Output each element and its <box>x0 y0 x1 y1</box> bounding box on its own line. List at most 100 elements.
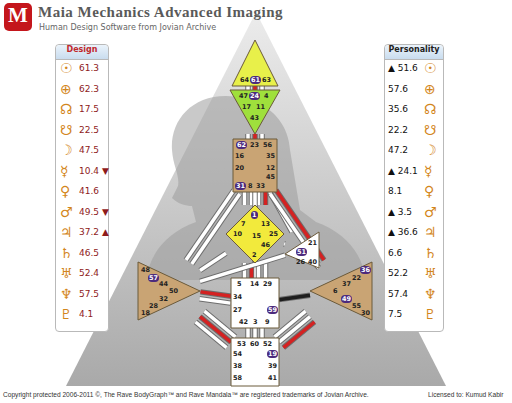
center-outline <box>231 278 279 328</box>
gate-number: 19 <box>267 350 278 358</box>
g-center: 1137251015462 <box>226 205 284 263</box>
gate-number: 49 <box>341 295 352 303</box>
channel <box>244 192 245 205</box>
gate-activation: 4.1 <box>79 309 93 320</box>
planet-symbol: ☊ <box>60 101 72 118</box>
gate-number: 11 <box>255 103 266 111</box>
planet-symbol: ♆ <box>60 286 73 303</box>
gate-number: 8 <box>247 182 254 190</box>
gate-number: 37 <box>341 280 352 288</box>
gate-number: 48 <box>140 266 151 274</box>
gate-activation: 46.5 <box>79 248 99 259</box>
center-outline <box>233 139 277 192</box>
gate-number: 9 <box>264 318 271 326</box>
planet-symbol: ⊕ <box>424 81 436 98</box>
channel <box>248 86 249 90</box>
gate-number: 22 <box>351 274 362 282</box>
channel-fill <box>186 190 234 260</box>
channel <box>284 243 285 244</box>
gate-activation: 57.6 <box>388 84 408 95</box>
gate-number: 59 <box>267 306 278 314</box>
channel <box>262 86 263 90</box>
channel <box>262 134 263 139</box>
gate-number: 17 <box>241 103 252 111</box>
gate-activation: 61.3 <box>79 63 99 74</box>
gate-activation: 6.6 <box>388 248 402 259</box>
channel <box>186 190 234 260</box>
channel-outline <box>259 134 265 139</box>
planet-symbol: ⊕ <box>60 81 72 98</box>
gate-number: 1 <box>251 211 258 219</box>
gate-activation: 57.4 <box>388 289 408 300</box>
gate-number: 47 <box>238 92 249 100</box>
channel-outline <box>245 134 251 139</box>
channel <box>200 292 231 296</box>
channel-outline <box>186 190 234 260</box>
channel-fill <box>200 292 231 296</box>
center-outline <box>285 232 319 268</box>
planet-symbol: ☋ <box>424 122 436 139</box>
channel <box>200 253 226 270</box>
gate-activation: 52.2 <box>388 268 408 279</box>
gate-number: 24 <box>249 92 260 100</box>
planet-symbol: ♇ <box>60 306 73 323</box>
app-title: Maia Mechanics Advanced Imaging <box>38 4 283 21</box>
center-outline <box>310 262 372 320</box>
gate-activation: ▲ 36.6 <box>388 227 418 238</box>
gate-number: 14 <box>249 280 260 288</box>
channel-fill <box>260 328 264 338</box>
center-outline <box>231 338 279 386</box>
throat-center: 622356162031833351245 <box>233 139 277 192</box>
gate-number: 10 <box>232 230 243 238</box>
planet-symbol: ♇ <box>424 306 437 323</box>
planet-symbol: ♅ <box>60 265 73 282</box>
planet-symbol: ☉ <box>424 60 437 77</box>
gate-activation: ▲ 24.1 <box>388 166 418 177</box>
channel-fill <box>243 192 247 205</box>
gate-number: 44 <box>158 280 169 288</box>
channel <box>248 328 249 338</box>
gate-number: 25 <box>268 230 279 238</box>
gate-activation: 10.4 ▼ <box>79 166 109 177</box>
gate-activation: 8.1 <box>388 186 402 197</box>
center-outline <box>226 205 284 263</box>
channel <box>279 295 310 299</box>
license-note: Licensed to: Kumud Kabir <box>428 391 504 398</box>
gate-activation: 22.5 <box>79 125 99 136</box>
planet-symbol: ☽ <box>60 142 73 159</box>
gate-activation: 41.6 <box>79 186 99 197</box>
gate-number: 61 <box>250 76 261 84</box>
gate-number: 62 <box>236 141 247 149</box>
channel <box>251 192 252 205</box>
channel-outline <box>263 263 269 278</box>
heart-center: 21512640 <box>285 232 319 268</box>
channel-fill <box>264 192 268 205</box>
channel-outline <box>259 86 265 90</box>
planet-symbol: ☉ <box>60 60 73 77</box>
channel <box>265 192 266 205</box>
gate-number: 18 <box>140 309 151 317</box>
gate-activation: 22.2 <box>388 125 408 136</box>
gate-number: 16 <box>234 152 245 160</box>
ajna-center: 47244171143 <box>230 90 280 134</box>
gate-number: 31 <box>235 182 246 190</box>
planet-symbol: ☽ <box>424 142 437 159</box>
planet-symbol: ♂ <box>60 204 73 221</box>
aura-cone <box>66 12 446 386</box>
gate-number: 26 <box>295 258 306 266</box>
gate-activation: 47.5 <box>79 145 99 156</box>
gate-number: 50 <box>168 287 179 295</box>
sacral-center: 514293427594239 <box>231 278 279 328</box>
subtitle: Human Design Software from Jovian Archiv… <box>39 23 216 32</box>
channel-fill <box>264 263 268 278</box>
gate-number: 38 <box>232 362 243 370</box>
gate-number: 45 <box>265 173 276 181</box>
planet-symbol: ♃ <box>424 224 437 241</box>
gate-number: 46 <box>260 241 271 249</box>
gate-number: 13 <box>260 220 271 228</box>
gate-number: 7 <box>240 220 247 228</box>
gate-number: 64 <box>239 76 250 84</box>
gate-number: 28 <box>148 302 159 310</box>
gate-number: 4 <box>263 92 270 100</box>
gate-number: 40 <box>307 258 318 266</box>
